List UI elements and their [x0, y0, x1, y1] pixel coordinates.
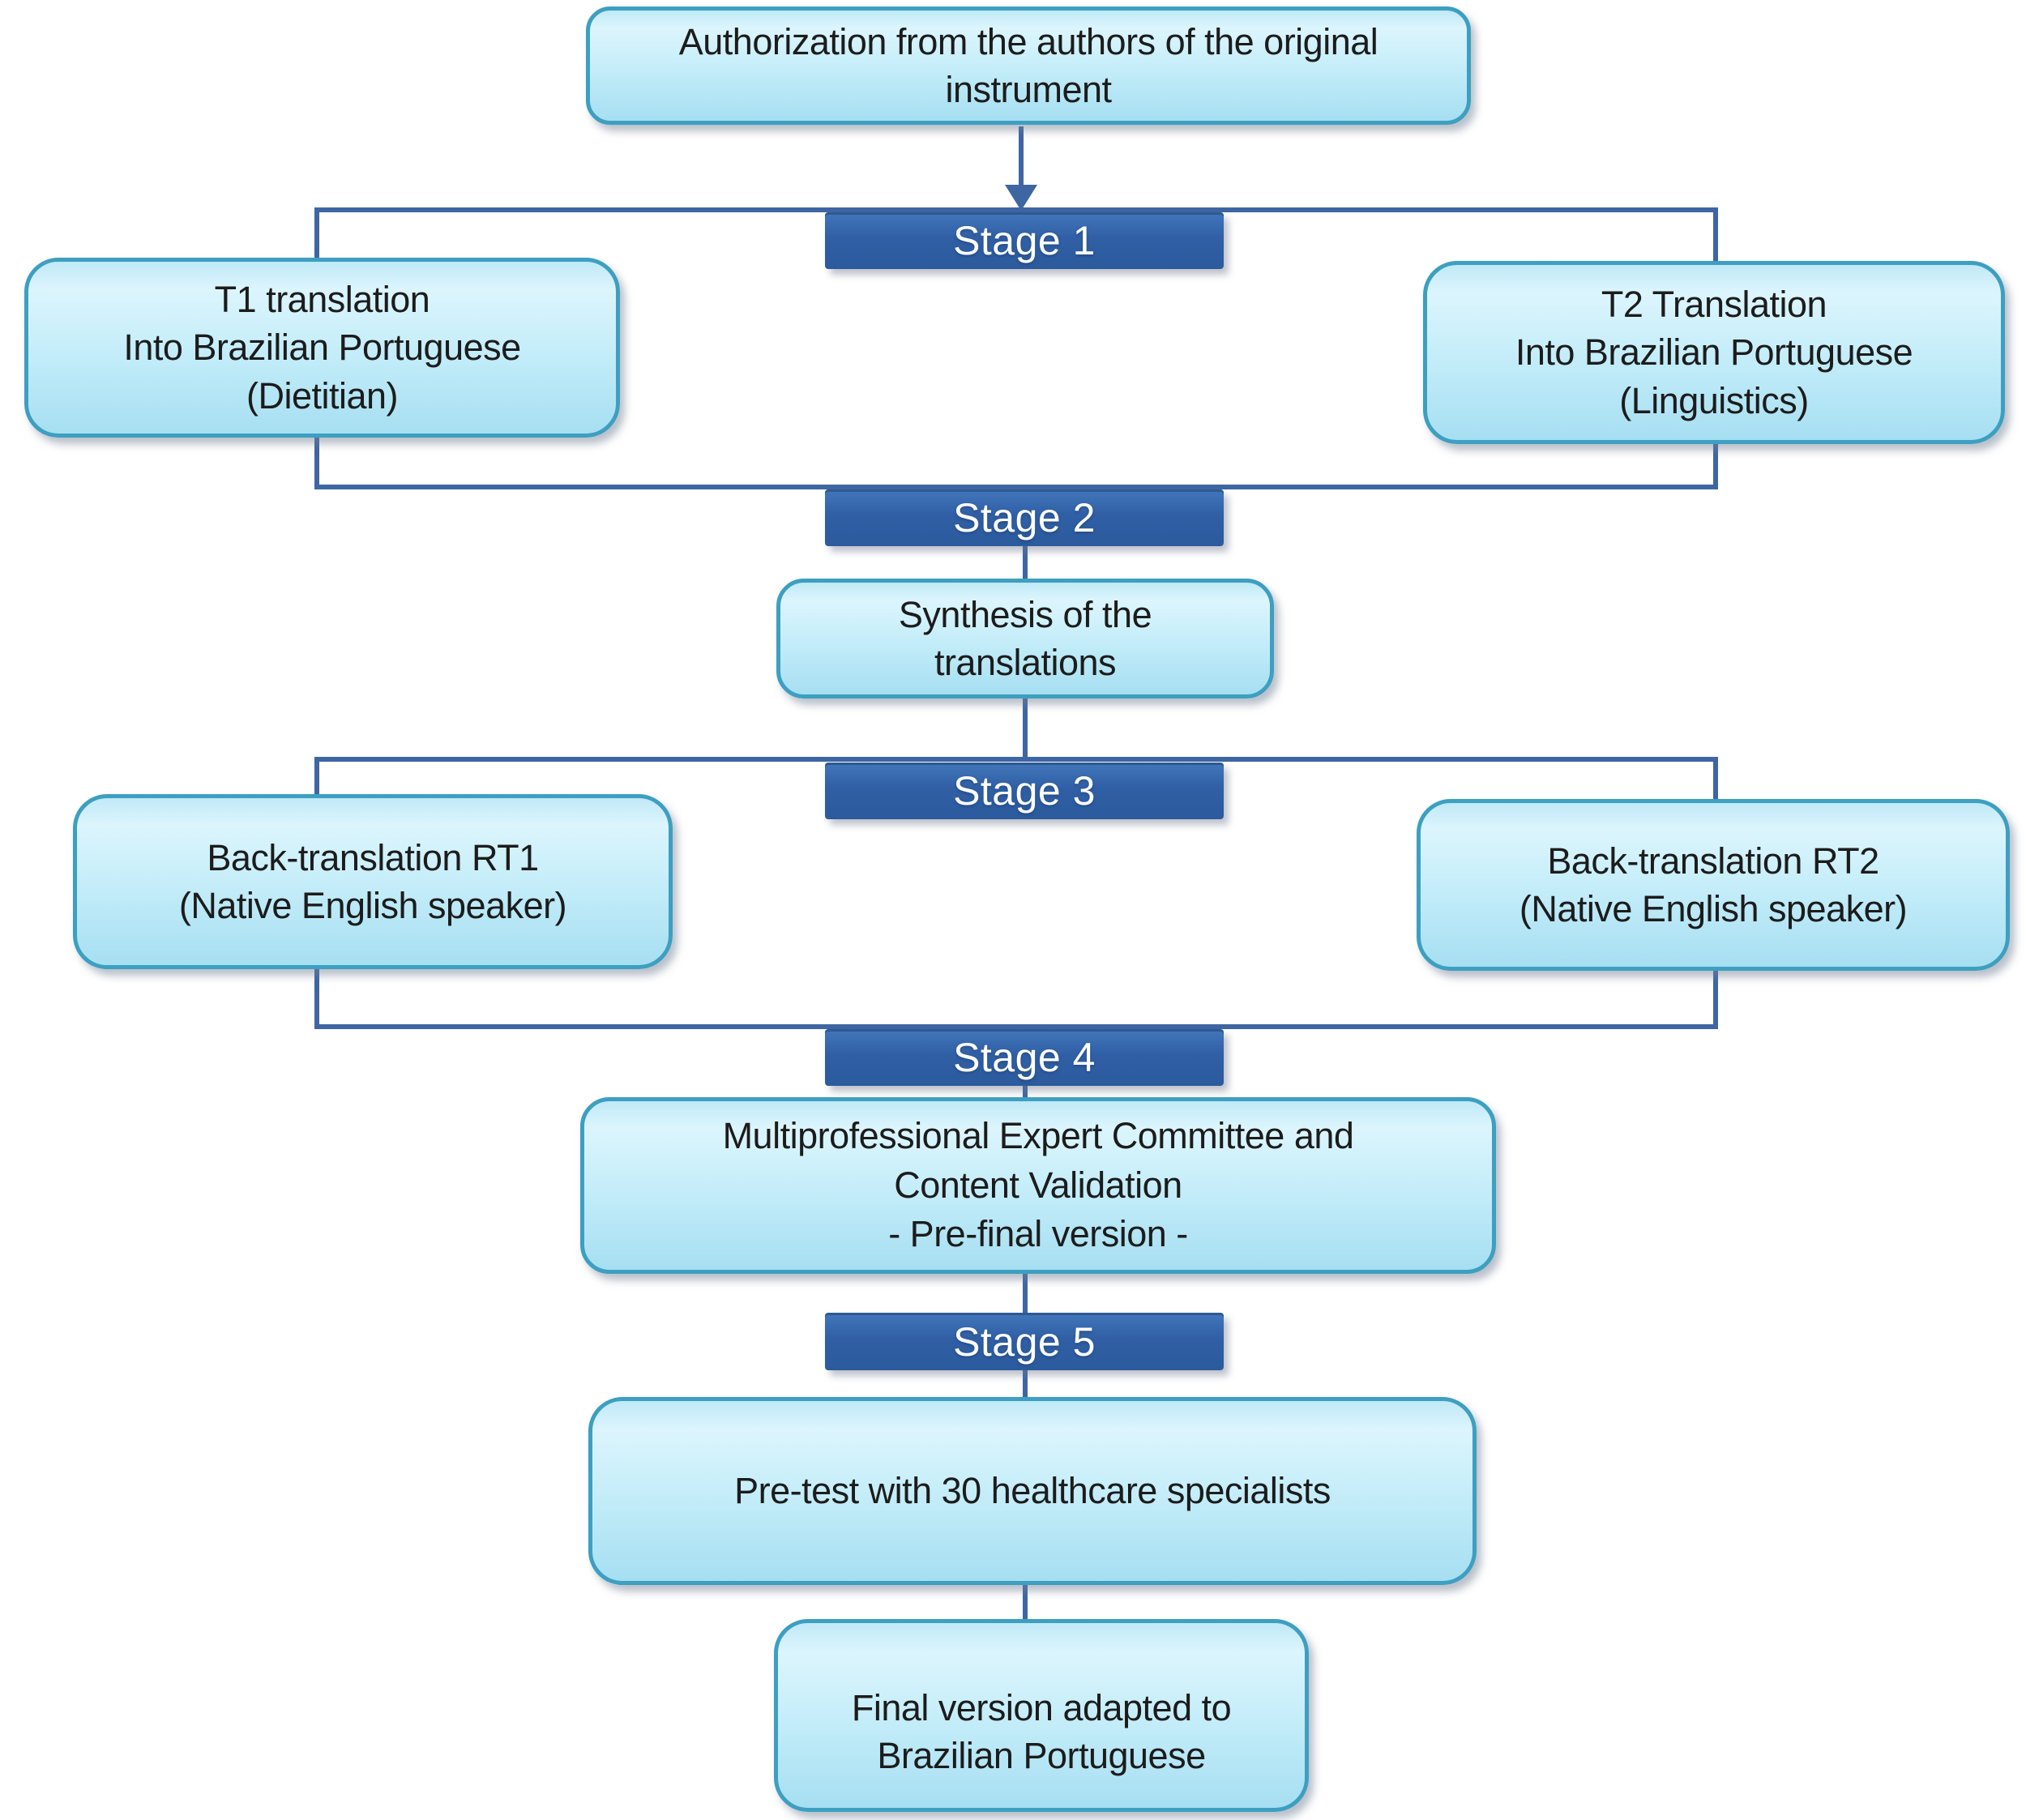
stage1-label: Stage 1 — [953, 218, 1096, 263]
stage1-bracket-horizontal-line — [314, 207, 1718, 212]
stage1-bracket-right-line — [1713, 207, 1718, 263]
stage5-to-pretest-line — [1023, 1370, 1028, 1399]
stage2-bracket-horizontal-line — [314, 485, 1718, 489]
back-translation-rt1-box: Back-translation RT1 (Native English spe… — [73, 794, 673, 969]
authorization-box: Authorization from the authors of the or… — [586, 6, 1471, 125]
t2-translation-box: T2 Translation Into Brazilian Portuguese… — [1423, 261, 2005, 444]
synthesis-box: Synthesis of the translations — [776, 579, 1274, 699]
back-translation-rt2-label: Back-translation RT2 (Native English spe… — [1519, 840, 1908, 929]
stage1-bracket-left-line — [314, 207, 319, 259]
stage2-bracket-left-line — [314, 436, 319, 488]
final-version-label: Final version adapted to Brazilian Portu… — [851, 1686, 1232, 1776]
t1-translation-box: T1 translation Into Brazilian Portuguese… — [24, 258, 620, 438]
committee-to-stage5-line — [1023, 1274, 1028, 1314]
t2-translation-label: T2 Translation Into Brazilian Portuguese… — [1515, 283, 1913, 421]
t1-translation-label: T1 translation Into Brazilian Portuguese… — [123, 278, 521, 417]
arrow-down-line — [1019, 126, 1024, 188]
stage3-bracket-horizontal-line — [314, 757, 1718, 762]
stage5-banner: Stage 5 — [825, 1313, 1224, 1370]
stage1-banner: Stage 1 — [825, 212, 1224, 269]
pretest-label: Pre-test with 30 healthcare specialists — [734, 1470, 1331, 1512]
stage2-label: Stage 2 — [953, 495, 1096, 540]
final-version-box: Final version adapted to Brazilian Portu… — [774, 1619, 1309, 1812]
pretest-to-final-line — [1023, 1585, 1028, 1621]
stage4-to-committee-line — [1023, 1086, 1028, 1100]
stage3-bracket-right-line — [1713, 762, 1718, 799]
expert-committee-box: Multiprofessional Expert Committee and C… — [580, 1097, 1496, 1274]
stage4-bracket-left-line — [314, 969, 319, 1029]
stage4-bracket-horizontal-line — [314, 1024, 1718, 1029]
stage4-banner: Stage 4 — [825, 1029, 1224, 1086]
stage3-banner: Stage 3 — [825, 763, 1224, 819]
stage3-label: Stage 3 — [953, 768, 1096, 814]
stage3-bracket-left-line — [314, 762, 319, 796]
stage4-label: Stage 4 — [953, 1035, 1096, 1080]
back-translation-rt1-label: Back-translation RT1 (Native English spe… — [178, 836, 567, 926]
stage5-label: Stage 5 — [953, 1318, 1096, 1365]
authorization-label: Authorization from the authors of the or… — [678, 20, 1378, 110]
back-translation-rt2-box: Back-translation RT2 (Native English spe… — [1417, 799, 2010, 971]
expert-committee-label: Multiprofessional Expert Committee and C… — [722, 1114, 1354, 1255]
arrow-down-head-icon — [1005, 185, 1037, 211]
stage2-to-synthesis-line — [1023, 546, 1028, 582]
synthesis-to-stage3-line — [1023, 699, 1028, 760]
stage2-banner: Stage 2 — [825, 489, 1224, 546]
synthesis-label: Synthesis of the translations — [898, 593, 1152, 683]
stage2-bracket-right-line — [1713, 442, 1718, 488]
pretest-box: Pre-test with 30 healthcare specialists — [588, 1397, 1477, 1585]
stage4-bracket-right-line — [1713, 971, 1718, 1029]
